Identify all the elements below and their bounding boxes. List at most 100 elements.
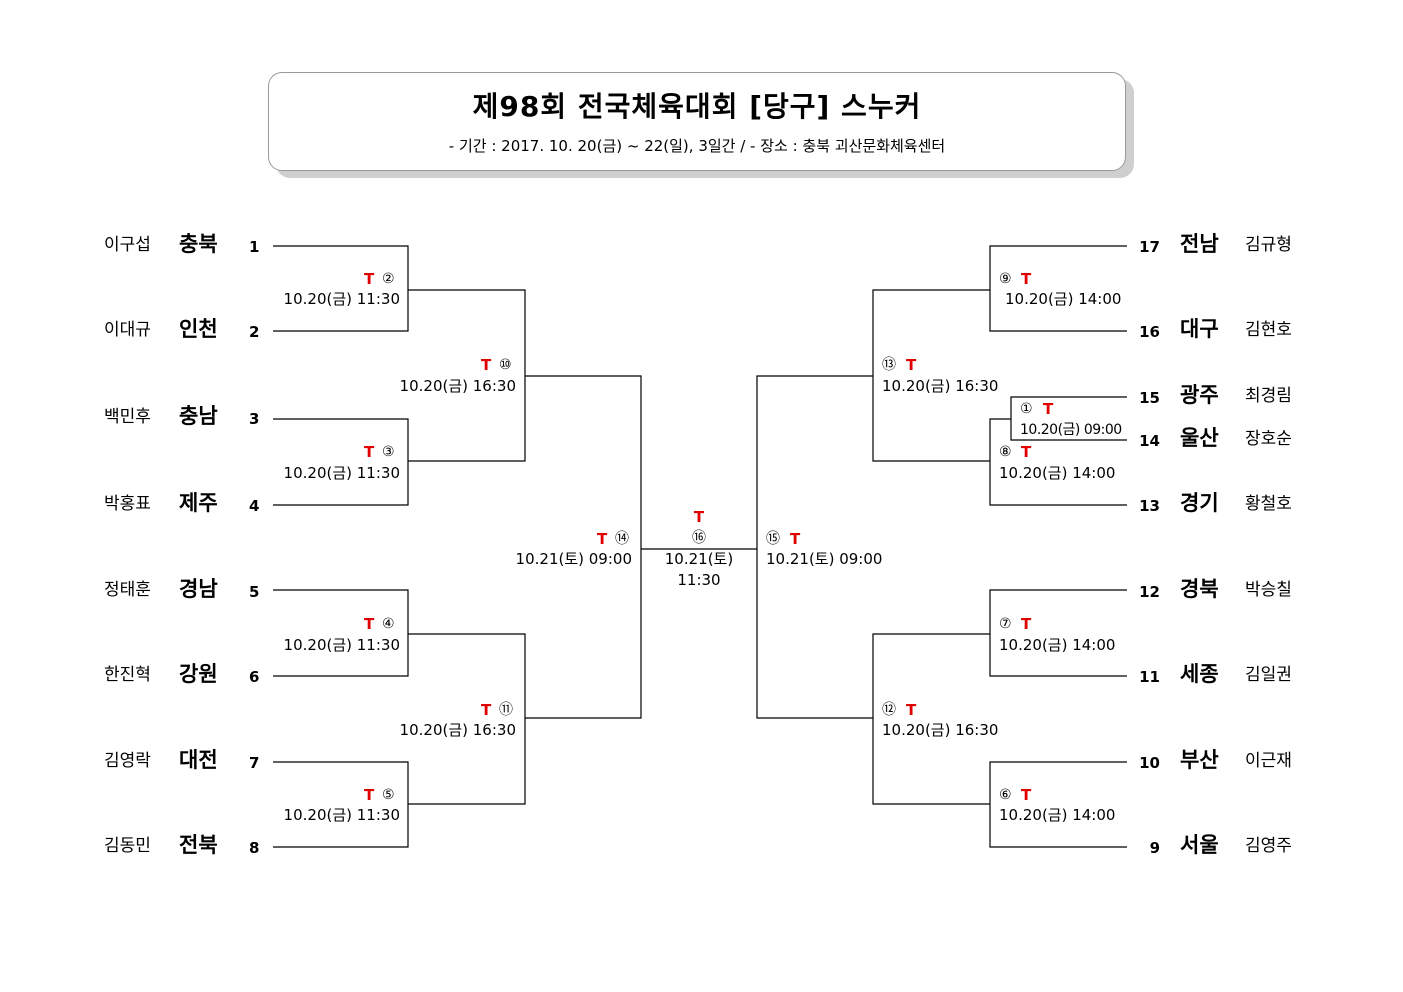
bracket-line-m1	[1010, 396, 1127, 441]
player-region: 광주	[1180, 383, 1219, 407]
match-number: ⑩	[499, 357, 512, 373]
match-table-label: T	[364, 443, 375, 461]
match-time: 10.20(금) 11:30	[283, 290, 400, 308]
player-name: 황철호	[1245, 494, 1292, 514]
bracket-line-m8	[989, 418, 1127, 506]
match-table-label: T	[597, 530, 608, 548]
bracket-line-m15	[756, 375, 873, 719]
player-region: 세종	[1180, 662, 1219, 686]
bracket-line-m6	[989, 761, 1127, 848]
match-time: 10.20(금) 14:00	[999, 636, 1116, 654]
match-time: 10.20(금) 09:00	[1020, 422, 1122, 438]
player-seed: 17	[1139, 238, 1160, 256]
match-time: 10.20(금) 16:30	[882, 721, 999, 739]
final-match-number: ⑯	[692, 530, 706, 546]
match-number: ⑮	[766, 531, 780, 547]
match-table-label: T	[906, 701, 917, 719]
player-region: 전남	[1180, 232, 1219, 256]
player-name: 김동민	[104, 836, 151, 856]
player-name: 김영주	[1245, 836, 1292, 856]
player-seed: 1	[249, 238, 260, 256]
player-region: 인천	[179, 317, 218, 341]
match-number: ⑫	[882, 702, 896, 718]
player-name: 김규형	[1245, 235, 1292, 255]
player-name: 한진혁	[104, 665, 151, 685]
match-time: 10.20(금) 16:30	[882, 377, 999, 395]
final-table-label: T	[693, 508, 705, 526]
match-time: 10.20(금) 14:00	[999, 464, 1116, 482]
match-time: 10.20(금) 16:30	[399, 377, 516, 395]
player-seed: 9	[1149, 839, 1160, 857]
player-name: 백민후	[104, 407, 151, 427]
player-seed: 15	[1139, 389, 1160, 407]
bracket-line-m9	[989, 245, 1127, 332]
final-date: 10.21(토)	[664, 550, 734, 568]
player-region: 전북	[179, 833, 218, 857]
player-name: 최경림	[1245, 386, 1292, 406]
bracket-line-m2	[273, 245, 409, 332]
match-table-label: T	[481, 701, 492, 719]
match-table-label: T	[481, 356, 492, 374]
match-time: 10.20(금) 11:30	[283, 806, 400, 824]
player-seed: 8	[249, 839, 260, 857]
player-seed: 12	[1139, 583, 1160, 601]
match-number: ⑨	[999, 271, 1012, 287]
match-table-label: T	[1021, 786, 1032, 804]
player-name: 김영락	[104, 751, 151, 771]
player-region: 경기	[1180, 491, 1219, 515]
player-name: 이구섭	[104, 235, 151, 255]
player-region: 경남	[179, 577, 218, 601]
match-table-label: T	[1021, 443, 1032, 461]
match-table-label: T	[1043, 400, 1054, 418]
player-region: 부산	[1180, 748, 1219, 772]
bracket-line-m13	[872, 289, 990, 462]
match-number: ⑬	[882, 357, 896, 373]
match-number: ⑦	[999, 616, 1012, 632]
player-seed: 4	[249, 497, 260, 515]
match-time: 10.20(금) 14:00	[999, 806, 1116, 824]
match-time: 10.20(금) 16:30	[399, 721, 516, 739]
match-number: ②	[382, 271, 395, 287]
player-region: 서울	[1180, 833, 1219, 857]
player-name: 박홍표	[104, 494, 151, 514]
player-region: 울산	[1180, 426, 1219, 450]
player-region: 경북	[1180, 577, 1219, 601]
match-time: 10.21(토) 09:00	[766, 550, 883, 568]
match-number: ⑪	[499, 702, 513, 718]
bracket-line-m11	[408, 633, 526, 805]
player-seed: 3	[249, 410, 260, 428]
player-seed: 2	[249, 323, 260, 341]
player-name: 박승칠	[1245, 580, 1292, 600]
match-time: 10.20(금) 14:00	[1005, 290, 1122, 308]
match-table-label: T	[1021, 270, 1032, 288]
player-region: 대전	[179, 748, 218, 772]
match-time: 10.20(금) 11:30	[283, 464, 400, 482]
player-name: 이대규	[104, 320, 151, 340]
player-name: 김현호	[1245, 320, 1292, 340]
match-time: 10.20(금) 11:30	[283, 636, 400, 654]
match-number: ⑧	[999, 444, 1012, 460]
match-table-label: T	[364, 270, 375, 288]
player-seed: 5	[249, 583, 260, 601]
bracket-line-m3	[273, 418, 409, 506]
player-seed: 11	[1139, 668, 1160, 686]
match-number: ①	[1020, 401, 1033, 417]
match-table-label: T	[790, 530, 801, 548]
player-seed: 6	[249, 668, 260, 686]
match-number: ④	[382, 616, 395, 632]
match-table-label: T	[364, 786, 375, 804]
player-region: 충북	[179, 232, 218, 256]
player-region: 제주	[179, 491, 218, 515]
page-title: 제98회 전국체육대회 [당구] 스누커	[472, 90, 922, 123]
player-seed: 16	[1139, 323, 1160, 341]
bracket-line-m7	[989, 589, 1127, 677]
player-name: 이근재	[1245, 751, 1292, 771]
player-region: 대구	[1180, 317, 1219, 341]
player-seed: 14	[1139, 432, 1160, 450]
player-region: 충남	[179, 404, 218, 428]
page-subtitle: - 기간 : 2017. 10. 20(금) ~ 22(일), 3일간 / - …	[448, 137, 946, 155]
title-box: 제98회 전국체육대회 [당구] 스누커 - 기간 : 2017. 10. 20…	[268, 72, 1126, 171]
player-name: 장호순	[1245, 429, 1292, 449]
player-seed: 7	[249, 754, 260, 772]
